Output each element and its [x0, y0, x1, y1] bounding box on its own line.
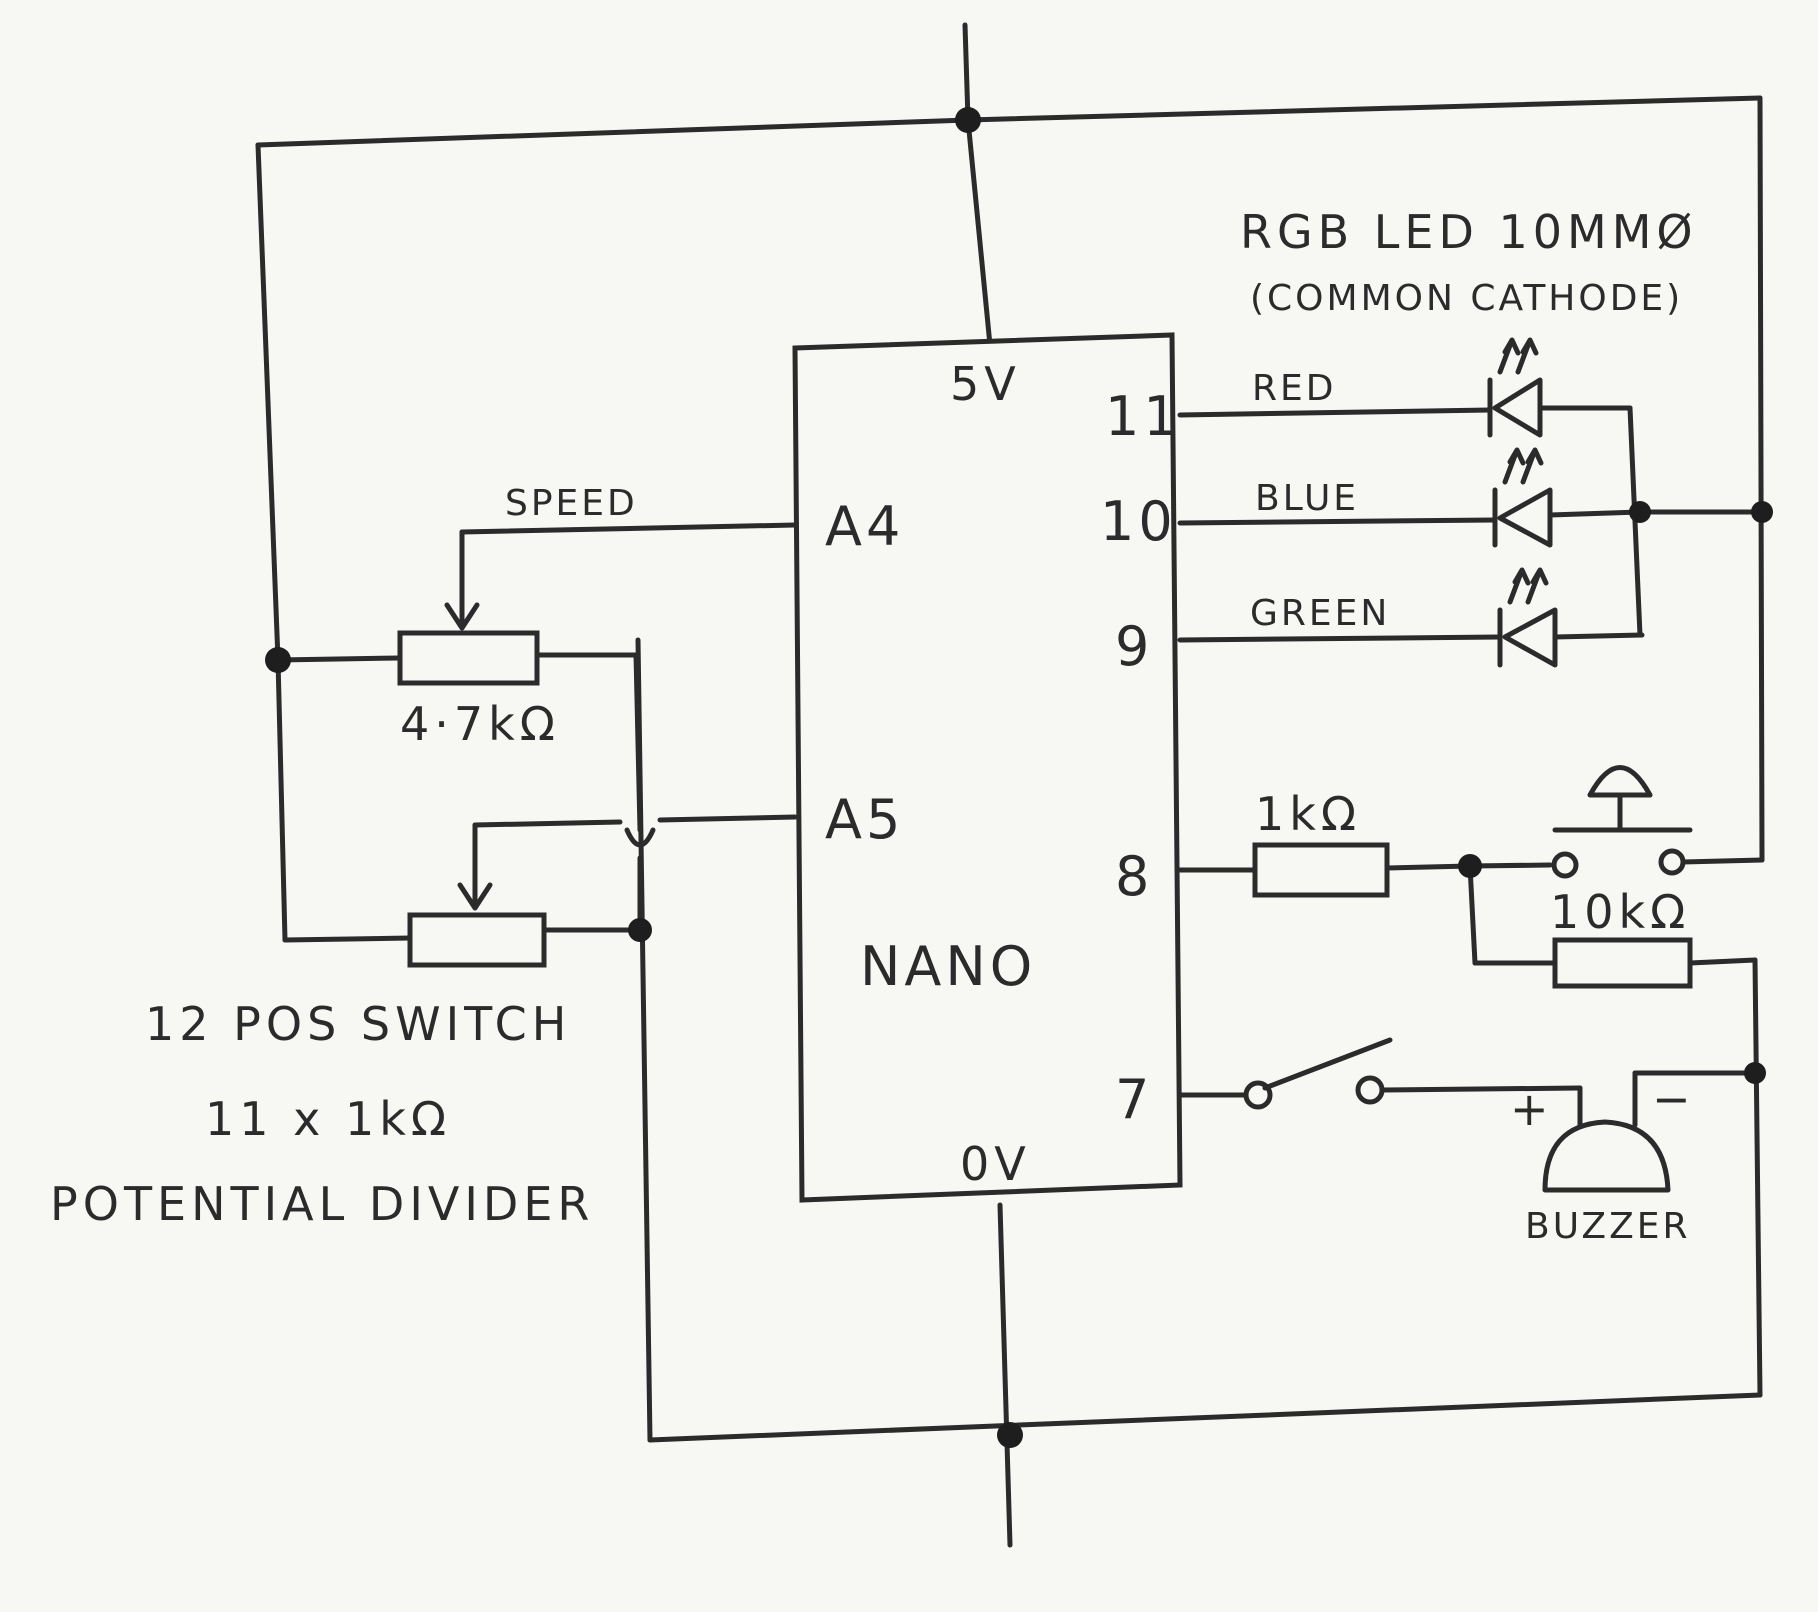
led-red-label: RED [1252, 368, 1336, 409]
nano-module [792, 332, 1183, 1203]
buzzer-circuit [1177, 1037, 1758, 1193]
led-blue-label: BLUE [1255, 478, 1359, 519]
switch-label-line3: POTENTIAL DIVIDER [50, 1177, 594, 1231]
pin-10-label: 10 [1100, 490, 1177, 553]
resistor-8-label: 1kΩ [1255, 787, 1361, 841]
supply-label: 5V [950, 357, 1021, 411]
switch-divider [282, 814, 798, 968]
button-circuit [1177, 765, 1765, 989]
rgb-led-title: RGB LED 10MMØ [1240, 205, 1698, 259]
pin-a5-label: A5 [825, 788, 904, 851]
buzzer-label: BUZZER [1525, 1206, 1691, 1247]
led-green-label: GREEN [1250, 593, 1390, 634]
pin-8-label: 8 [1115, 845, 1153, 908]
switch-label-line1: 12 POS SWITCH [145, 997, 571, 1051]
buzzer-plus-label: + [1510, 1082, 1554, 1136]
pin-9-label: 9 [1115, 615, 1153, 678]
pot-value-label: 4·7kΩ [400, 697, 560, 751]
ground-label: 0V [960, 1137, 1031, 1191]
resistor-pulldown-label: 10kΩ [1550, 885, 1690, 939]
supply-rail [255, 22, 1765, 943]
pin-7-label: 7 [1115, 1068, 1153, 1131]
mcu-label: NANO [860, 935, 1036, 998]
switch-label-line2: 11 x 1kΩ [205, 1092, 451, 1146]
junction-dots [265, 107, 1773, 1448]
speed-label: SPEED [505, 483, 638, 524]
buzzer-minus-label: − [1652, 1072, 1696, 1126]
rgb-led [1177, 337, 1765, 668]
rgb-led-subtitle: (COMMON CATHODE) [1250, 278, 1683, 319]
pin-11-label: 11 [1105, 385, 1182, 448]
pin-a4-label: A4 [825, 495, 904, 558]
